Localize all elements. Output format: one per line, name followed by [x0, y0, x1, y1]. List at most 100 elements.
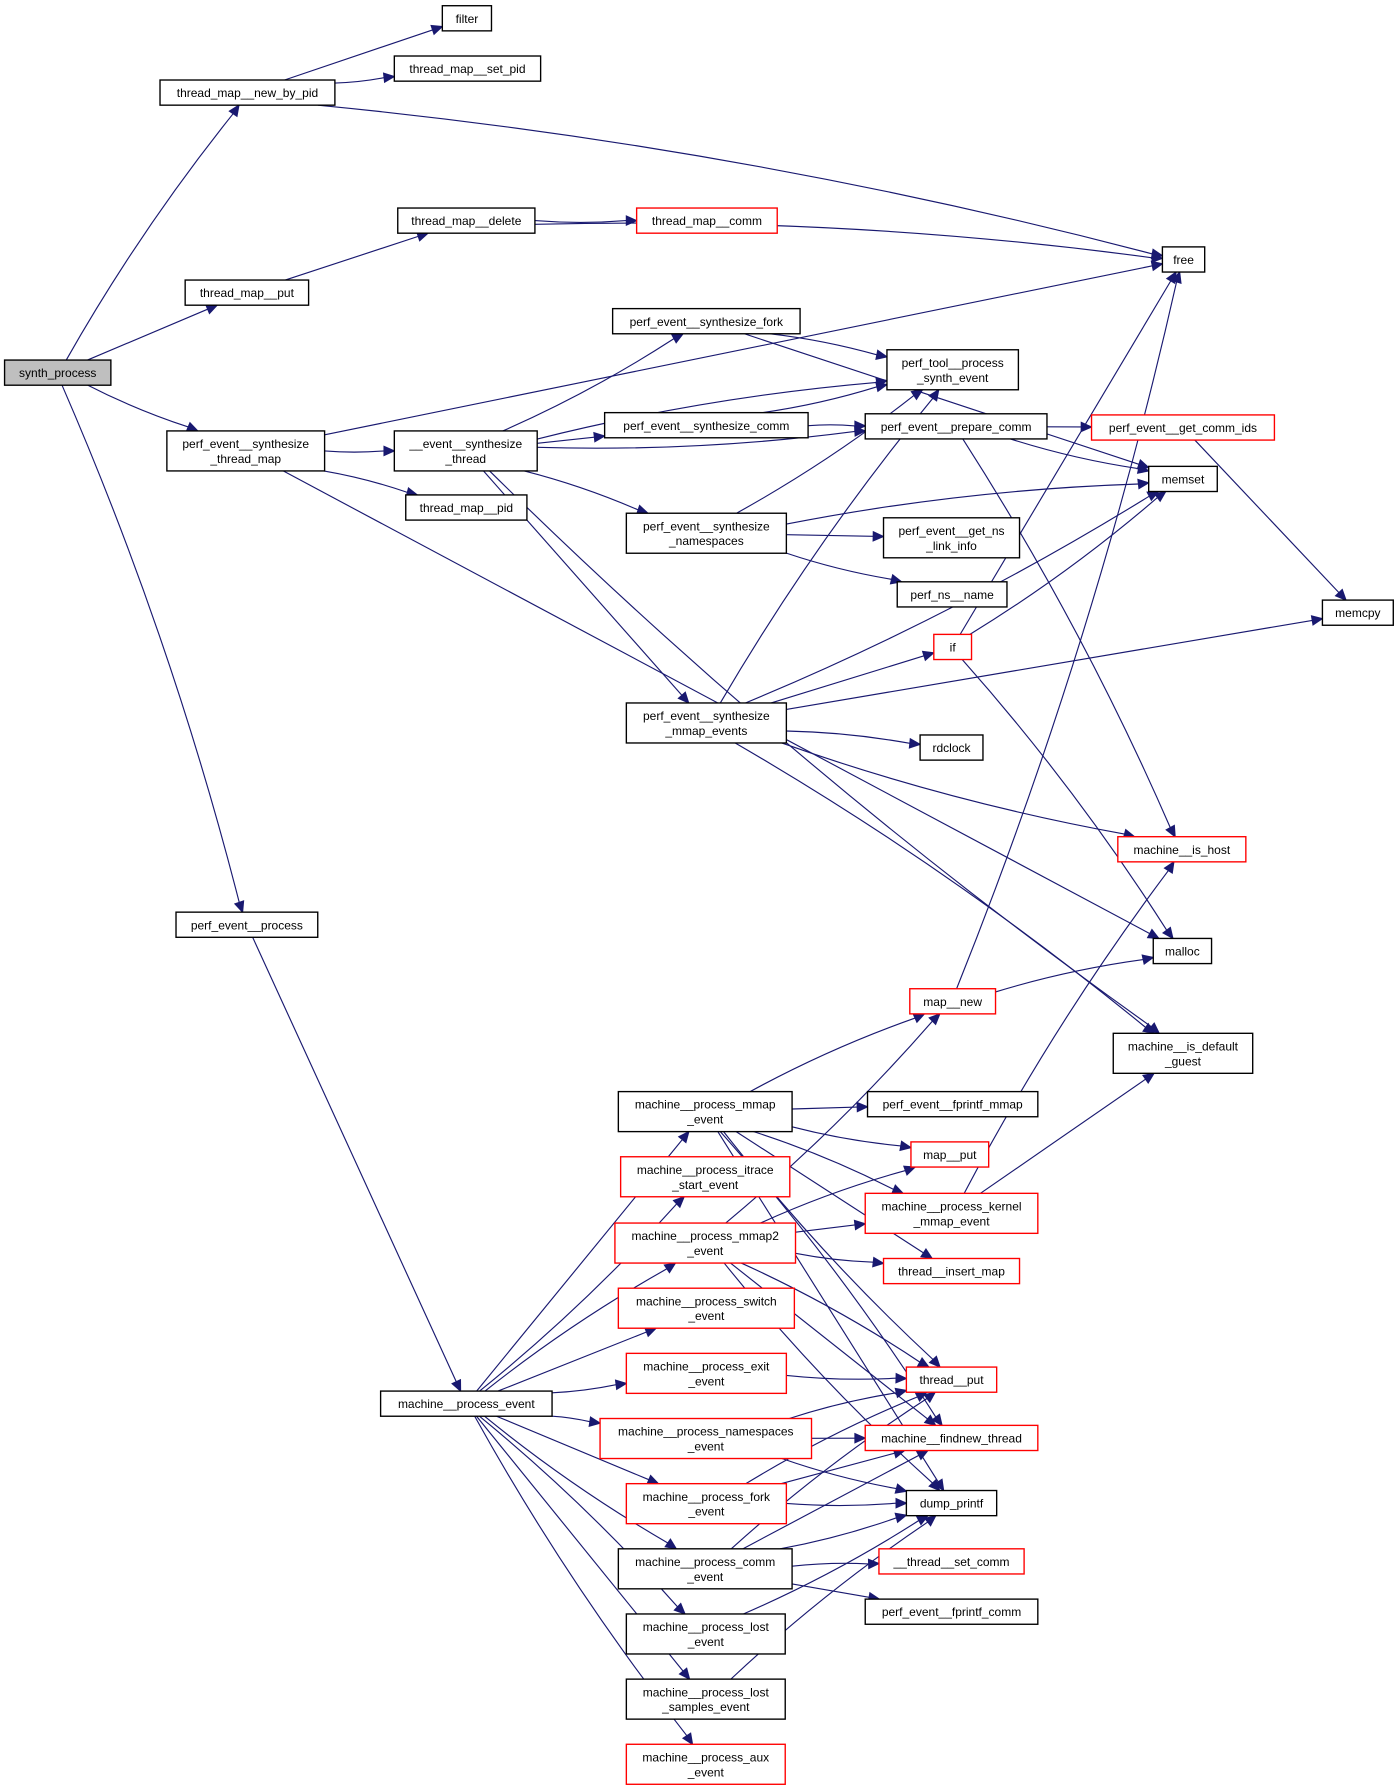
node-map__new[interactable]: map__new — [909, 988, 997, 1015]
node-__event__synthesize_thread[interactable]: __event__synthesize_thread — [393, 430, 538, 472]
node-machine__process_mmap2_event[interactable]: machine__process_mmap2_event — [614, 1222, 797, 1264]
node-memcpy[interactable]: memcpy — [1321, 599, 1394, 626]
node-perf_ns__name[interactable]: perf_ns__name — [896, 581, 1008, 608]
node-synth_process[interactable]: synth_process — [3, 359, 112, 386]
node-machine__is_host[interactable]: machine__is_host — [1117, 836, 1247, 863]
node-perf_event__get_comm_ids[interactable]: perf_event__get_comm_ids — [1090, 414, 1276, 441]
edge-line — [745, 1396, 918, 1485]
node-label: _event — [686, 1244, 724, 1258]
edge-line — [753, 1131, 894, 1190]
edge-line — [742, 1454, 920, 1550]
node-label: __event__synthesize — [408, 437, 522, 451]
node-malloc[interactable]: malloc — [1152, 937, 1213, 965]
edge-line — [324, 265, 1153, 436]
edge-perf_event__prepare_comm-to-perf_event__get_comm_ids — [1046, 421, 1093, 433]
node-machine__process_event[interactable]: machine__process_event — [379, 1390, 553, 1417]
node-__thread__set_comm[interactable]: __thread__set_comm — [878, 1548, 1025, 1575]
node-perf_event__synthesize_mmap_events[interactable]: perf_event__synthesize_mmap_events — [625, 702, 788, 744]
arrowhead-icon — [1163, 860, 1175, 874]
node-perf_event__process[interactable]: perf_event__process — [175, 911, 319, 938]
node-machine__findnew_thread[interactable]: machine__findnew_thread — [864, 1424, 1039, 1452]
node-thread_map__delete[interactable]: thread_map__delete — [397, 207, 536, 234]
edge-line — [786, 534, 874, 537]
edge-__event__synthesize_thread-to-machine__is_default_guest — [489, 470, 1161, 1035]
node-machine__process_mmap_event[interactable]: machine__process_mmap_event — [617, 1090, 793, 1133]
node-machine__process_lost_samples_event[interactable]: machine__process_lost_samples_event — [625, 1678, 786, 1720]
edge-line — [995, 959, 1144, 993]
node-machine__process_lost_event[interactable]: machine__process_lost_event — [625, 1613, 786, 1655]
node-label: thread_map__put — [200, 286, 295, 300]
node-machine__is_default_guest[interactable]: machine__is_default_guest — [1112, 1032, 1254, 1074]
edge-line — [786, 730, 910, 744]
node-dump_printf[interactable]: dump_printf — [905, 1489, 998, 1517]
arrowhead-icon — [185, 421, 200, 432]
node-machine__process_switch_event[interactable]: machine__process_switch_event — [617, 1287, 796, 1329]
node-filter[interactable]: filter — [441, 5, 493, 32]
edge-line — [792, 1106, 858, 1110]
node-box — [379, 1390, 553, 1417]
node-thread__insert_map[interactable]: thread__insert_map — [882, 1257, 1021, 1285]
node-box — [864, 413, 1048, 440]
node-label: free — [1173, 253, 1194, 267]
node-machine__process_aux_event[interactable]: machine__process_aux_event — [625, 1743, 786, 1785]
edge-perf_event__synthesize_namespaces-to-memset — [786, 478, 1151, 525]
node-label: machine__process_namespaces — [618, 1425, 793, 1439]
node-perf_event__synthesize_fork[interactable]: perf_event__synthesize_fork — [611, 307, 801, 335]
edge-line — [969, 497, 1158, 635]
node-machine__process_comm_event[interactable]: machine__process_comm_event — [617, 1548, 793, 1590]
arrowhead-icon — [382, 72, 396, 84]
edge-machine__process_mmap_event-to-thread__insert_map — [735, 1131, 934, 1260]
edge-perf_event__synthesize_thread_map-to-free — [324, 260, 1164, 436]
node-label: thread__insert_map — [898, 1265, 1005, 1279]
node-label: __thread__set_comm — [892, 1555, 1009, 1569]
node-label: perf_event__get_ns — [898, 524, 1004, 538]
arrowhead-icon — [903, 1165, 917, 1176]
edge-machine__process_namespaces_event-to-machine__findnew_thread — [811, 1432, 867, 1444]
node-machine__process_exit_event[interactable]: machine__process_exit_event — [625, 1352, 788, 1395]
node-map__put[interactable]: map__put — [910, 1141, 990, 1168]
node-machine__process_fork_event[interactable]: machine__process_fork_event — [625, 1482, 788, 1525]
edge-line — [743, 1520, 920, 1615]
node-free[interactable]: free — [1161, 246, 1206, 273]
node-perf_event__synthesize_thread_map[interactable]: perf_event__synthesize_thread_map — [166, 430, 326, 472]
node-machine__process_itrace_start_event[interactable]: machine__process_itrace_start_event — [619, 1156, 791, 1198]
arrowhead-icon — [872, 530, 885, 542]
node-perf_event__get_ns_link_info[interactable]: perf_event__get_ns_link_info — [882, 517, 1021, 559]
node-box — [617, 1287, 796, 1329]
edge-line — [786, 483, 1139, 525]
edge-line — [496, 1415, 650, 1481]
node-rdclock[interactable]: rdclock — [919, 734, 984, 761]
node-machine__process_namespaces_event[interactable]: machine__process_namespaces_event — [599, 1417, 813, 1460]
node-machine__process_kernel_mmap_event[interactable]: machine__process_kernel_mmap_event — [864, 1192, 1039, 1235]
node-thread_map__new_by_pid[interactable]: thread_map__new_by_pid — [159, 79, 336, 106]
edge-perf_event__synthesize_comm-to-perf_event__prepare_comm — [808, 420, 867, 432]
node-perf_event__synthesize_comm[interactable]: perf_event__synthesize_comm — [603, 411, 809, 439]
node-thread_map__put[interactable]: thread_map__put — [184, 279, 310, 306]
node-perf_tool__process_synth_event[interactable]: perf_tool__process_synth_event — [886, 349, 1020, 391]
edge-machine__process_mmap_event-to-perf_event__fprintf_mmap — [792, 1101, 869, 1113]
node-thread__put[interactable]: thread__put — [905, 1366, 998, 1393]
node-perf_event__fprintf_comm[interactable]: perf_event__fprintf_comm — [864, 1598, 1039, 1625]
edge-thread_map__new_by_pid-to-thread_map__set_pid — [334, 72, 396, 84]
node-perf_event__prepare_comm[interactable]: perf_event__prepare_comm — [864, 413, 1048, 440]
node-perf_event__fprintf_mmap[interactable]: perf_event__fprintf_mmap — [866, 1090, 1039, 1118]
node-memset[interactable]: memset — [1148, 465, 1218, 493]
node-box — [1152, 937, 1213, 965]
edge-line — [484, 1415, 669, 1544]
node-label: perf_tool__process — [902, 356, 1004, 370]
node-perf_event__synthesize_namespaces[interactable]: perf_event__synthesize_namespaces — [625, 512, 788, 554]
edge-line — [963, 870, 1169, 1194]
edge-machine__process_mmap_event-to-map__new — [749, 1013, 926, 1093]
node-box — [635, 207, 778, 234]
node-box — [405, 494, 528, 521]
node-if[interactable]: if — [933, 633, 973, 661]
edge-line — [762, 386, 878, 414]
node-thread_map__comm[interactable]: thread_map__comm — [635, 207, 778, 234]
arrowhead-icon — [928, 1478, 941, 1492]
node-label: _event — [687, 1765, 725, 1779]
arrowhead-icon — [916, 1357, 931, 1368]
node-box — [599, 1417, 813, 1460]
node-thread_map__set_pid[interactable]: thread_map__set_pid — [393, 55, 542, 82]
edge-if-to-memset — [969, 490, 1167, 635]
node-thread_map__pid[interactable]: thread_map__pid — [405, 494, 528, 521]
